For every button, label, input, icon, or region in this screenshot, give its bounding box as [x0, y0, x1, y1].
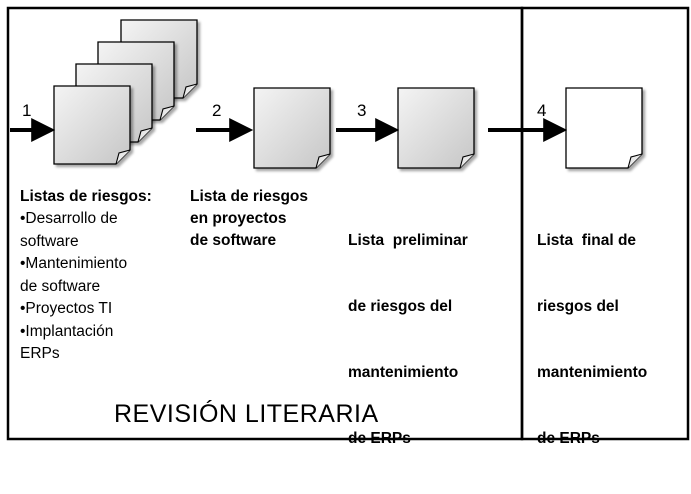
- final-list-frame: [520, 6, 690, 441]
- step-2-line: Lista de riesgos: [190, 188, 309, 205]
- step-1-item: de software: [20, 277, 101, 295]
- page-icon: [565, 87, 643, 169]
- document-stack-icon: [53, 19, 198, 165]
- step-1-item: •Proyectos TI: [20, 300, 113, 317]
- step-1-title: Listas de riesgos:: [20, 188, 152, 205]
- stacked-page-icon: [53, 85, 131, 165]
- region-label: REVISIÓN LITERARIA: [114, 400, 379, 428]
- step-4-line: Lista final de: [537, 232, 637, 249]
- page-icon: [253, 87, 331, 169]
- step-1-item: •Mantenimiento: [20, 255, 128, 272]
- step-4-line: mantenimiento: [537, 364, 648, 381]
- step-1-item: •Implantación: [20, 322, 114, 340]
- document-icon-step-4: [565, 87, 643, 169]
- diagram-graphics: [6, 6, 690, 441]
- step-4-text: Lista final de riesgos del mantenimiento…: [537, 186, 647, 494]
- step-number-2: 2: [212, 101, 222, 120]
- step-3-line: Lista preliminar: [348, 232, 468, 249]
- document-icon-step-2: [253, 87, 331, 169]
- step-2-text: Lista de riesgos en proyectos de softwar…: [190, 186, 308, 252]
- step-2-line: de software: [190, 232, 277, 249]
- step-3-line: mantenimiento: [348, 364, 459, 381]
- step-1-item: software: [20, 232, 79, 250]
- step-number-3: 3: [357, 101, 367, 120]
- step-number-1: 1: [22, 101, 32, 120]
- step-number-4: 4: [537, 101, 547, 120]
- step-3-line: de ERPs: [348, 430, 411, 447]
- document-icon-step-3: [397, 87, 475, 169]
- diagram-canvas: 1 2 3 4 Listas de riesgos: •Desarrollo d…: [6, 6, 690, 447]
- step-2-line: en proyectos: [190, 210, 287, 227]
- step-3-line: de riesgos del: [348, 298, 453, 315]
- step-3-text: Lista preliminar de riesgos del mantenim…: [348, 186, 468, 494]
- step-1-item: ERPs: [20, 345, 60, 362]
- step-4-line: riesgos del: [537, 298, 619, 315]
- page-icon: [397, 87, 475, 169]
- step-4-line: de ERPs: [537, 430, 600, 447]
- step-1-item: •Desarrollo de: [20, 210, 118, 227]
- step-1-item-list: •Desarrollo de software •Mantenimiento d…: [20, 208, 152, 366]
- step-1-text: Listas de riesgos: •Desarrollo de softwa…: [20, 186, 152, 366]
